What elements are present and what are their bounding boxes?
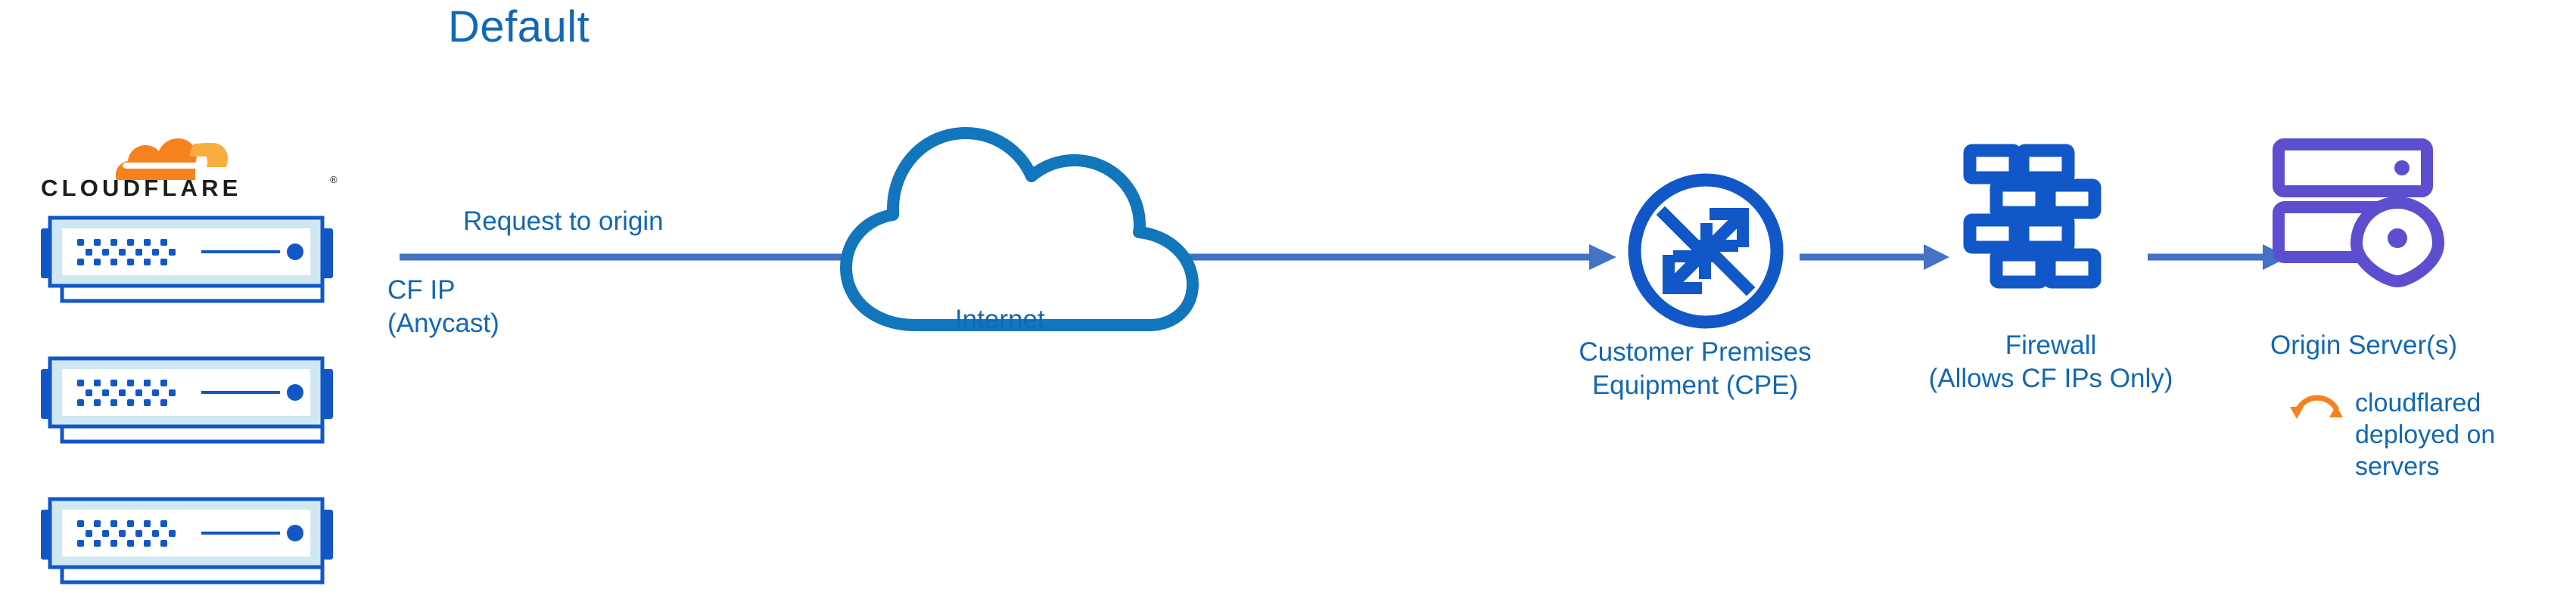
firewall-label: Firewall (Allows CF IPs Only) bbox=[1928, 330, 2173, 393]
server-rack-pin-icon bbox=[2272, 138, 2449, 287]
led-dot-matrix bbox=[77, 520, 176, 547]
cf-ip-anycast-label: CF IP (Anycast) bbox=[387, 275, 499, 338]
cloudflare-logo: CLOUDFLARE ® bbox=[39, 104, 342, 203]
server-unit-icon bbox=[29, 210, 347, 304]
sync-arrowhead-left bbox=[2290, 407, 2304, 419]
sync-arrows-icon bbox=[2287, 383, 2346, 442]
led-dot-matrix bbox=[77, 380, 176, 406]
brick-wall-icon bbox=[1963, 144, 2114, 292]
server-unit-icon bbox=[29, 351, 347, 445]
connector-cpe-to-firewall bbox=[1800, 240, 1951, 274]
router-icon bbox=[1622, 168, 1789, 334]
origin-server-label: Origin Server(s) bbox=[2270, 330, 2457, 360]
server-unit-icon bbox=[29, 492, 347, 585]
svg-text:CLOUDFLARE: CLOUDFLARE bbox=[41, 175, 242, 201]
registered-mark-icon: ® bbox=[330, 174, 338, 185]
internet-label: Internet bbox=[955, 305, 1045, 334]
connector-firewall-to-origin bbox=[2148, 240, 2290, 274]
request-to-origin-label: Request to origin bbox=[463, 206, 664, 236]
led-dot-matrix bbox=[77, 239, 176, 265]
cloudflare-wordmark: CLOUDFLARE bbox=[41, 175, 242, 201]
cloud-icon bbox=[834, 112, 1273, 339]
page-title: Default bbox=[448, 2, 590, 51]
cpe-label: Customer Premises Equipment (CPE) bbox=[1579, 337, 1812, 400]
cloudflare-cloud-icon bbox=[116, 138, 228, 180]
sync-arrowhead-right bbox=[2329, 405, 2343, 417]
cloudflared-label: cloudflared deployed on servers bbox=[2355, 389, 2496, 481]
